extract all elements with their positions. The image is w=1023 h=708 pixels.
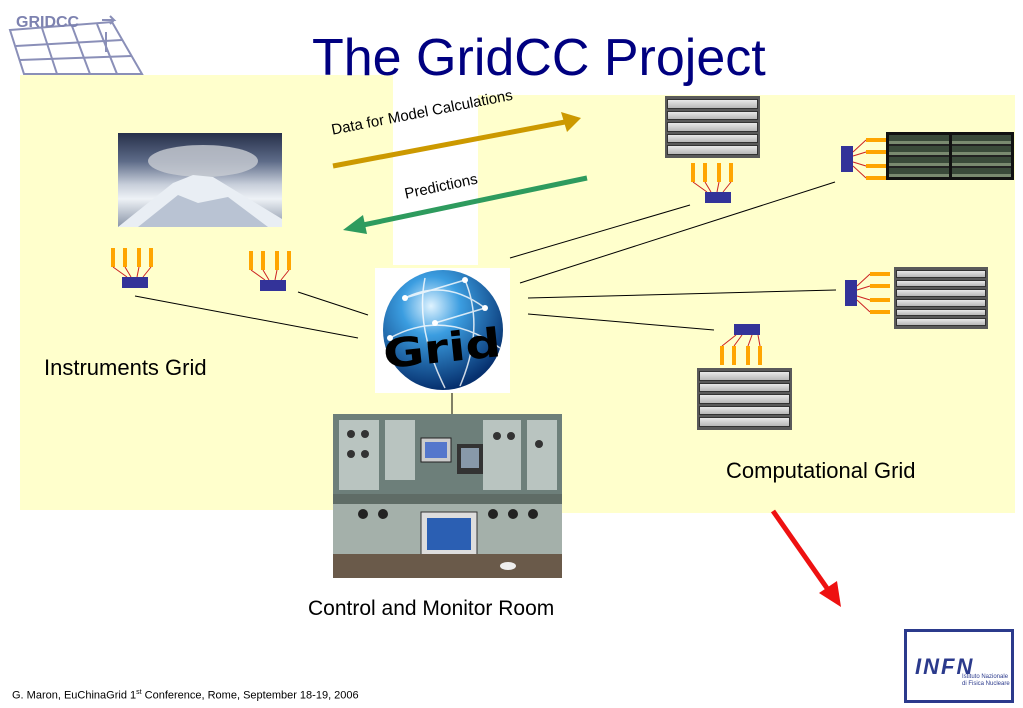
compute-node-4 — [720, 324, 762, 365]
data-arrow — [332, 112, 581, 169]
footer-citation: G. Maron, EuChinaGrid 1st Conference, Ro… — [12, 689, 359, 702]
compute-node-1 — [691, 163, 733, 203]
control-room-photo — [333, 414, 562, 578]
instrument-node-1 — [111, 248, 153, 288]
compute-node-2 — [841, 138, 886, 180]
server-rack-4 — [697, 368, 792, 430]
computational-grid-label: Computational Grid — [726, 458, 916, 483]
compute-node-3 — [845, 272, 890, 314]
server-rack-3 — [894, 267, 988, 329]
infn-logo-subtitle: Istituto Nazionale di Fisica Nucleare — [962, 674, 1010, 687]
instrument-node-2 — [249, 251, 291, 291]
server-rack-2 — [886, 132, 1014, 180]
infn-logo: INFN Istituto Nazionale di Fisica Nuclea… — [904, 629, 1014, 703]
grid-globe: Grid — [375, 268, 510, 393]
volcano-photo — [118, 133, 282, 227]
server-rack-1 — [665, 96, 760, 158]
gridcc-logo: GRIDCC — [8, 14, 144, 75]
page-title: The GridCC Project — [312, 29, 766, 87]
red-arrow — [770, 509, 841, 607]
control-room-label: Control and Monitor Room — [308, 597, 555, 620]
predictions-arrow — [343, 175, 588, 234]
infn-logo-name: INFN — [915, 654, 975, 679]
gridcc-logo-text: GRIDCC — [16, 14, 80, 31]
instruments-grid-label: Instruments Grid — [44, 355, 207, 380]
